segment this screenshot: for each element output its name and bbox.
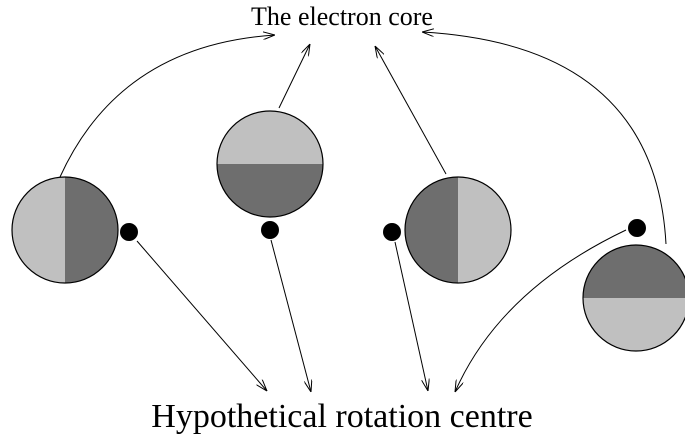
particle-2 (216, 110, 324, 218)
rotation-centre-dot-3 (383, 223, 401, 241)
particle-3-dark-half (405, 177, 458, 283)
particle-2-light-half (217, 111, 323, 164)
particle-4-outline (582, 244, 685, 352)
arrow-dot-2-to-rotation-centre (270, 239, 311, 392)
rotation-centre-dot-4 (628, 219, 646, 237)
particle-1-light-half (12, 177, 65, 283)
particle-4 (582, 244, 685, 352)
arrow-particle-4-to-core (422, 32, 667, 245)
particle-1-outline (11, 176, 119, 284)
arrow-dot-4-to-rotation-centre (455, 229, 627, 392)
particle-2-outline (216, 110, 324, 218)
particle-1 (11, 176, 119, 284)
particle-2-dark-half (217, 164, 323, 217)
arrow-dot-1-to-rotation-centre (136, 240, 267, 391)
rotation-centre-dot-1 (120, 223, 138, 241)
particle-3-light-half (458, 177, 511, 283)
particle-4-light-half (583, 298, 685, 351)
rotation-centre-dot-2 (261, 221, 279, 239)
arrow-particle-1-to-core (59, 35, 275, 178)
arrow-dot-3-to-rotation-centre (394, 241, 428, 391)
arrow-particle-3-to-core (375, 46, 447, 175)
electron-core-label: The electron core (251, 2, 433, 31)
particle-3 (404, 176, 512, 284)
particle-1-dark-half (65, 177, 118, 283)
particle-4-dark-half (583, 245, 685, 298)
arrow-particle-2-to-core (278, 44, 310, 109)
particle-3-outline (404, 176, 512, 284)
rotation-centre-label: Hypothetical rotation centre (151, 398, 532, 435)
